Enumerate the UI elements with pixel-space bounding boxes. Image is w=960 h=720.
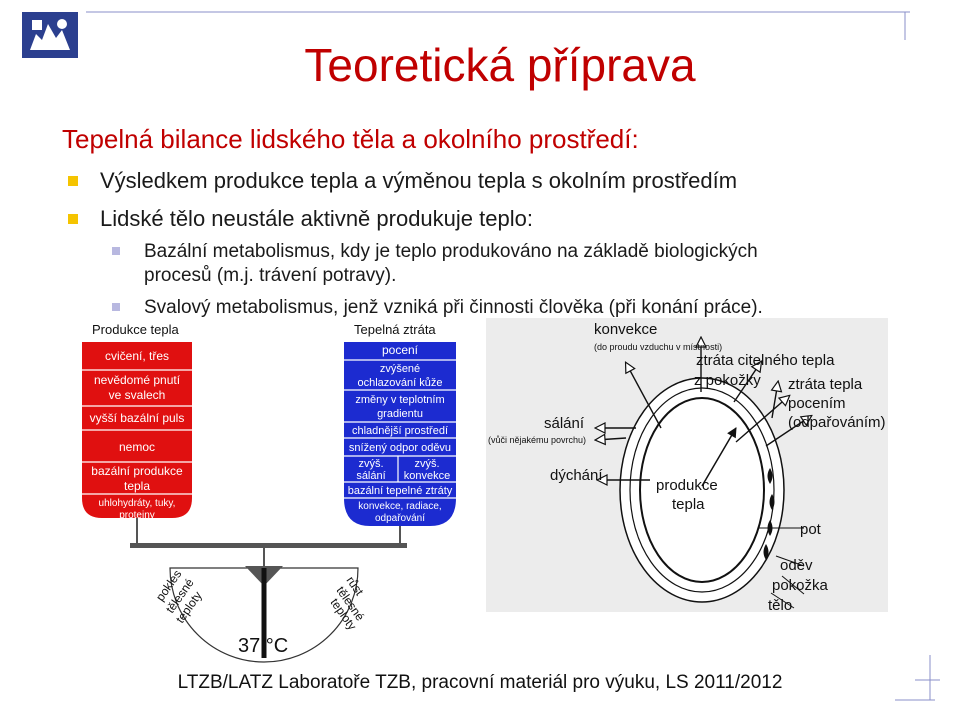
section-subtitle: Tepelná bilance lidského těla a okolního… bbox=[62, 124, 639, 155]
sensible-loss-label: z pokožky bbox=[694, 372, 761, 389]
left-item: uhlohydráty, tuky, bbox=[99, 498, 176, 509]
radiation-label: sálání bbox=[544, 415, 585, 432]
convection-note: (do proudu vzduchu v místnosti) bbox=[594, 342, 722, 352]
right-item: bazální tepelné ztráty bbox=[348, 485, 453, 497]
left-item: ve svalech bbox=[109, 388, 166, 402]
right-item: zvýš. bbox=[358, 458, 383, 470]
heat-production-label: produkce bbox=[656, 477, 718, 494]
bullet-square-icon bbox=[68, 176, 78, 186]
right-item: snížený odpor oděvu bbox=[349, 442, 451, 454]
heat-production-label: tepla bbox=[672, 496, 705, 513]
body-heat-exchange-diagram: konvekce (do proudu vzduchu v místnosti)… bbox=[486, 318, 896, 618]
body-label: tělo bbox=[768, 597, 792, 614]
right-item: pocení bbox=[382, 343, 419, 357]
balance-beam bbox=[130, 543, 407, 548]
subbullet-text: Svalový metabolismus, jenž vzniká při či… bbox=[144, 296, 763, 319]
sensible-loss-label: ztráta citelného tepla bbox=[696, 352, 835, 369]
subbullet-square-icon bbox=[112, 303, 120, 311]
bullet-text: Lidské tělo neustále aktivně produkuje t… bbox=[100, 206, 533, 232]
right-item: odpařování bbox=[375, 513, 425, 524]
subbullet-square-icon bbox=[112, 247, 120, 255]
bullet-text: Výsledkem produkce tepla a výměnou tepla… bbox=[100, 168, 737, 194]
left-item: cvičení, třes bbox=[105, 349, 169, 363]
heat-balance-diagram: Produkce tepla Tepelná ztráta cvičení, t… bbox=[0, 318, 480, 668]
left-item: tepla bbox=[124, 479, 150, 493]
right-item: zvýšené bbox=[380, 363, 420, 375]
right-item: chladnější prostředí bbox=[352, 425, 448, 437]
right-item: zvýš. bbox=[414, 458, 439, 470]
right-item: konvekce bbox=[404, 470, 450, 482]
sweat-loss-label: pocením bbox=[788, 395, 846, 412]
left-item: nemoc bbox=[119, 440, 155, 454]
sweat-loss-label: (odpařováním) bbox=[788, 414, 886, 431]
bullet-square-icon bbox=[68, 214, 78, 224]
right-item: gradientu bbox=[377, 408, 423, 420]
footer-text: LTZB/LATZ Laboratoře TZB, pracovní mater… bbox=[0, 672, 960, 694]
sweat-label: pot bbox=[800, 521, 822, 538]
left-item: vyšší bazální puls bbox=[90, 411, 185, 425]
temperature-label: 37 °C bbox=[238, 635, 288, 657]
clothing-label: oděv bbox=[780, 557, 813, 574]
breathing-label: dýchání bbox=[550, 467, 603, 484]
skin-label: pokožka bbox=[772, 577, 829, 594]
subbullet-text: procesů (m.j. trávení potravy). bbox=[144, 264, 396, 287]
page-title: Teoretická příprava bbox=[0, 38, 960, 92]
right-item: ochlazování kůže bbox=[358, 377, 443, 389]
sweat-loss-label: ztráta tepla bbox=[788, 376, 863, 393]
right-item: změny v teplotním bbox=[355, 394, 444, 406]
left-item: bazální produkce bbox=[91, 464, 183, 478]
convection-label: konvekce bbox=[594, 321, 657, 338]
right-pan-title: Tepelná ztráta bbox=[354, 322, 436, 337]
left-item: nevědomé pnutí bbox=[94, 373, 181, 387]
subbullet-text: Bazální metabolismus, kdy je teplo produ… bbox=[144, 240, 758, 263]
right-item: sálání bbox=[356, 470, 385, 482]
left-pan-title: Produkce tepla bbox=[92, 322, 179, 337]
radiation-note: (vůči nějakému povrchu) bbox=[488, 435, 586, 445]
right-item: konvekce, radiace, bbox=[358, 501, 441, 512]
